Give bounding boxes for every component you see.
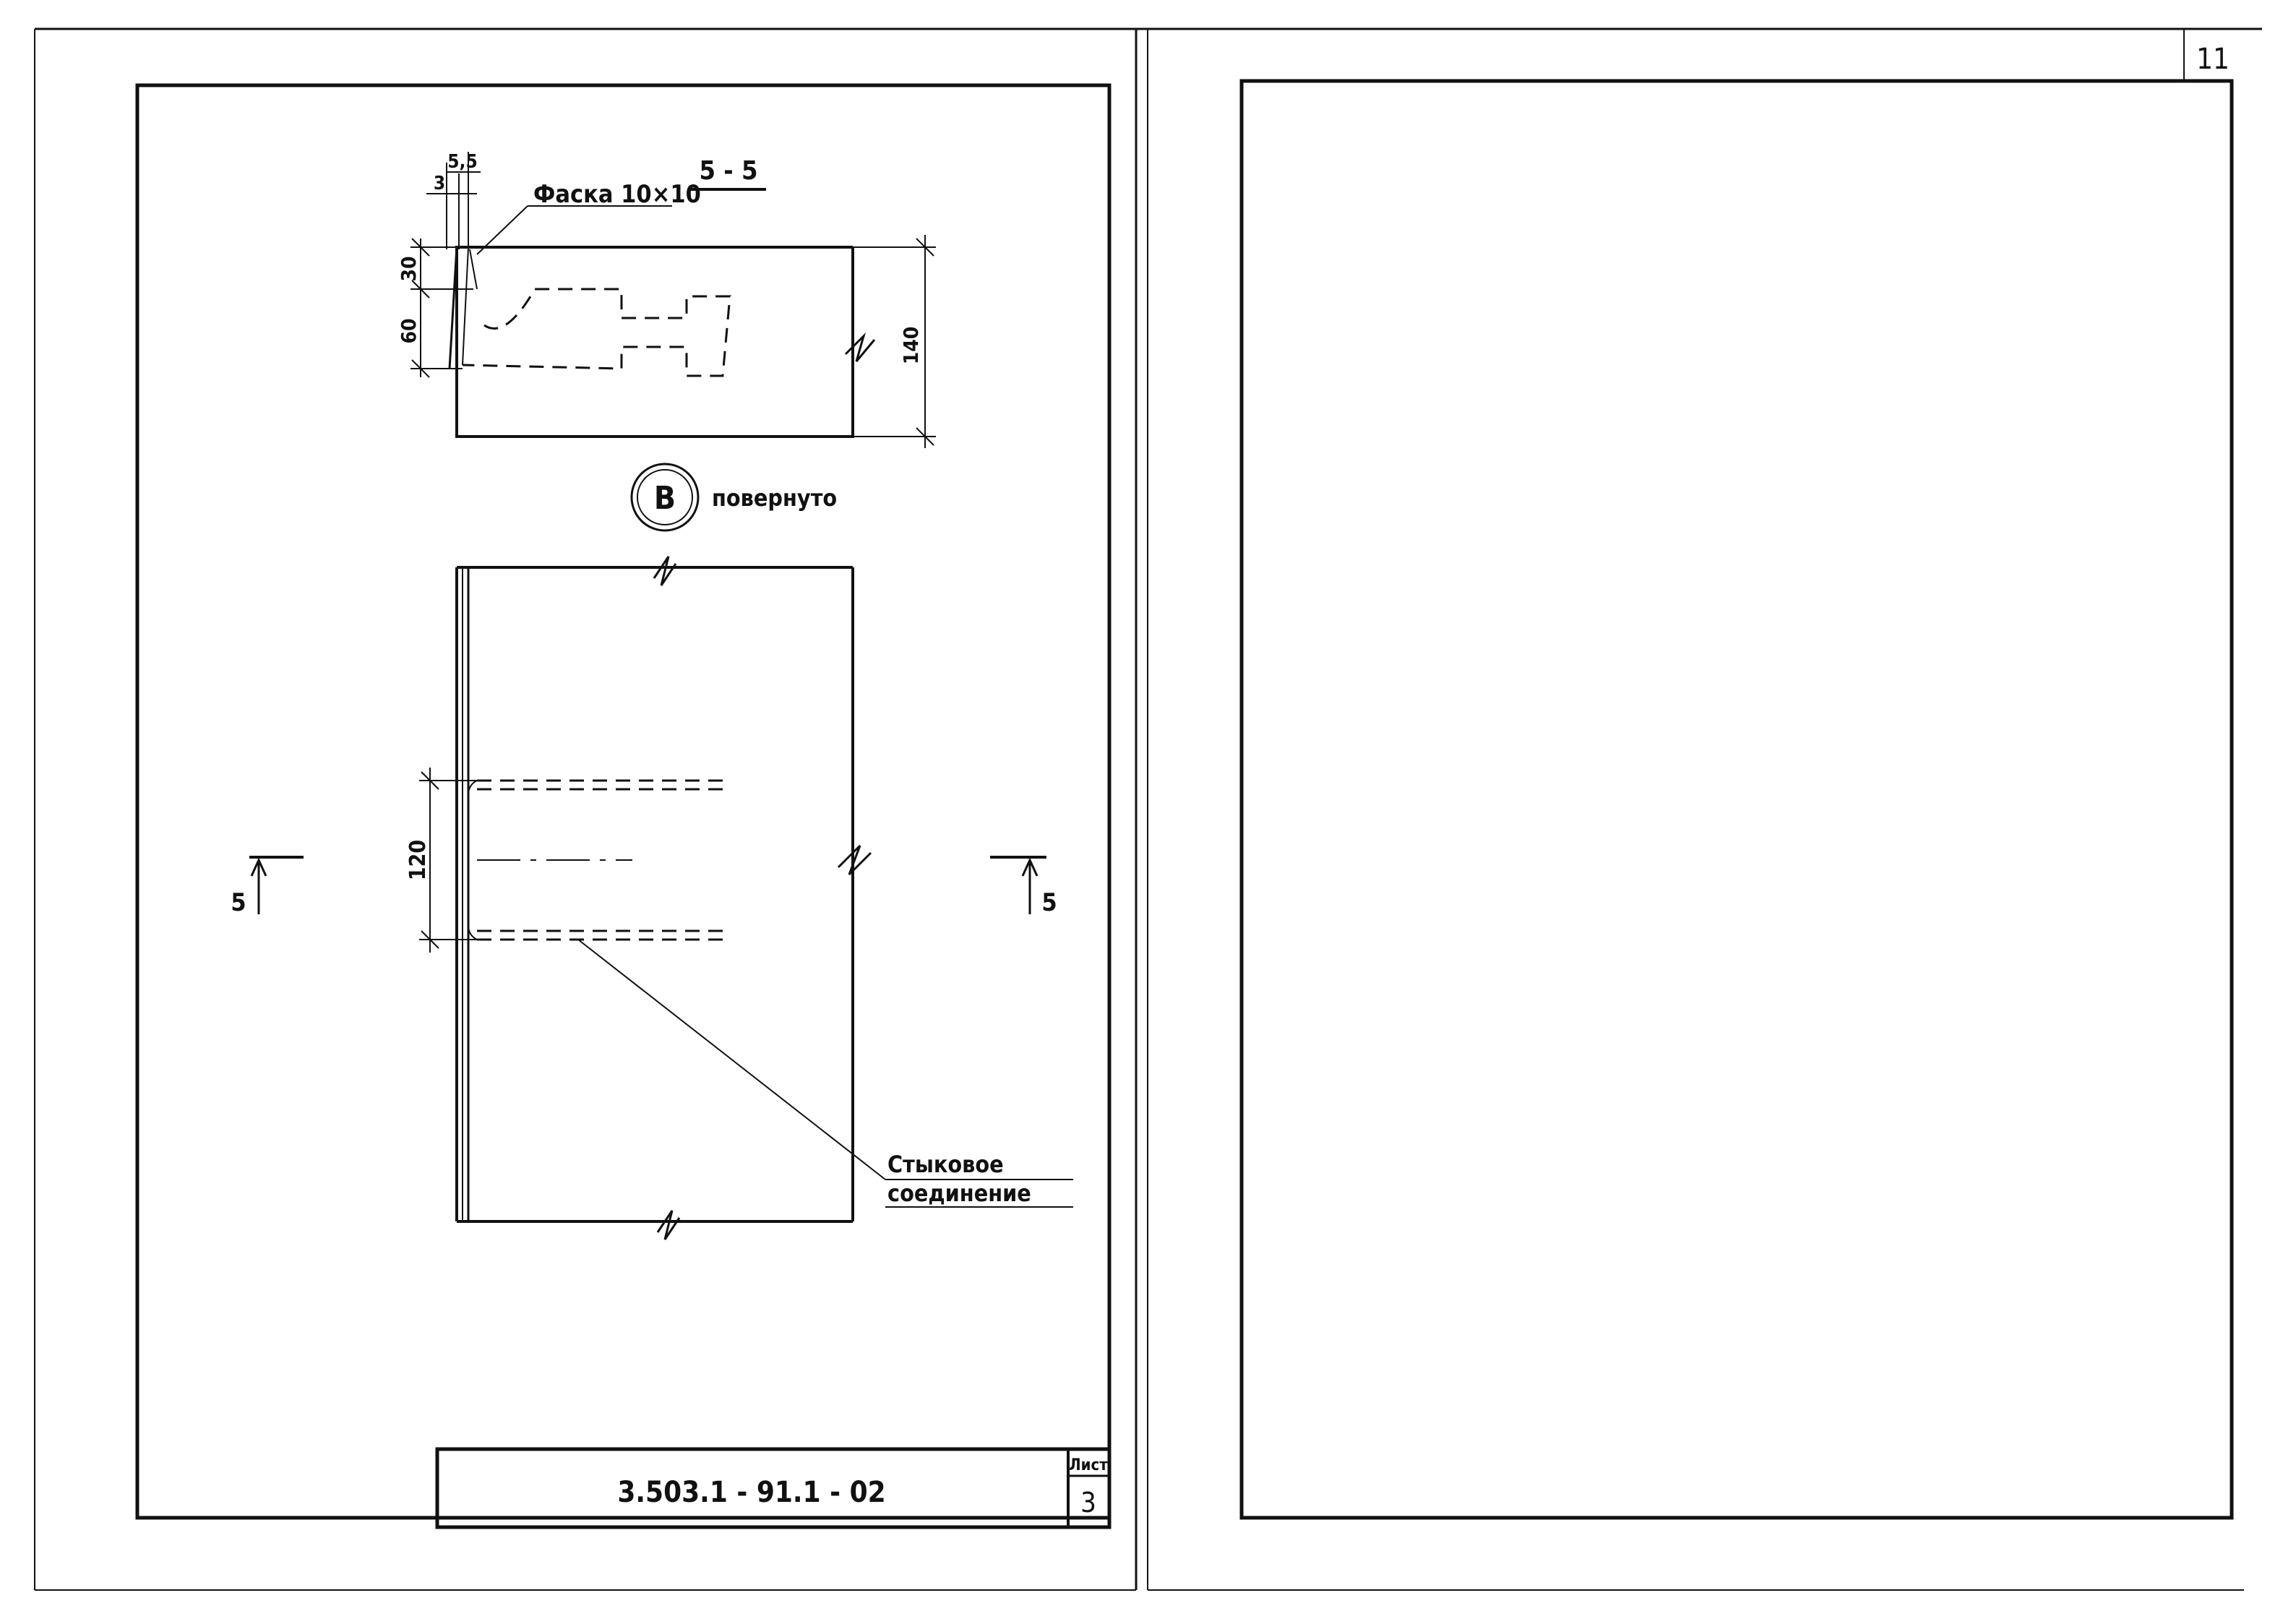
section-5-5 [410, 152, 936, 448]
dim-spacing-120: 120 [405, 840, 431, 880]
cut-marker-right [990, 856, 1046, 914]
dim-top-5-5: 5,5 [447, 151, 477, 173]
joint-label-line1: Стыковое [887, 1151, 1004, 1178]
cut-left-number: 5 [231, 888, 246, 917]
plan-view [419, 556, 1073, 1240]
cut-right-number: 5 [1041, 888, 1057, 917]
sheet-number: 3 [1080, 1487, 1096, 1518]
dim-right-140: 140 [899, 327, 923, 365]
right-inner-frame [1239, 79, 2234, 1520]
view-marker [630, 463, 700, 532]
cut-marker-left [249, 856, 304, 914]
title-block [435, 1447, 1112, 1529]
sheet-frame [34, 27, 2262, 1591]
sheet-label: Лист [1069, 1456, 1108, 1474]
view-marker-note: повернуто [712, 484, 837, 512]
document-code: 3.503.1 - 91.1 - 02 [617, 1476, 885, 1509]
page-number: 11 [2196, 43, 2230, 76]
section-title: 5 - 5 [699, 156, 757, 186]
dim-left-30: 30 [397, 256, 421, 281]
dim-top-3: 3 [434, 173, 445, 194]
view-marker-letter: В [654, 480, 676, 517]
left-inner-frame [135, 83, 1112, 1520]
dim-left-60: 60 [397, 318, 421, 343]
joint-label-line2: соединение [887, 1180, 1031, 1207]
chamfer-label: Фаска 10×10 [533, 180, 701, 209]
